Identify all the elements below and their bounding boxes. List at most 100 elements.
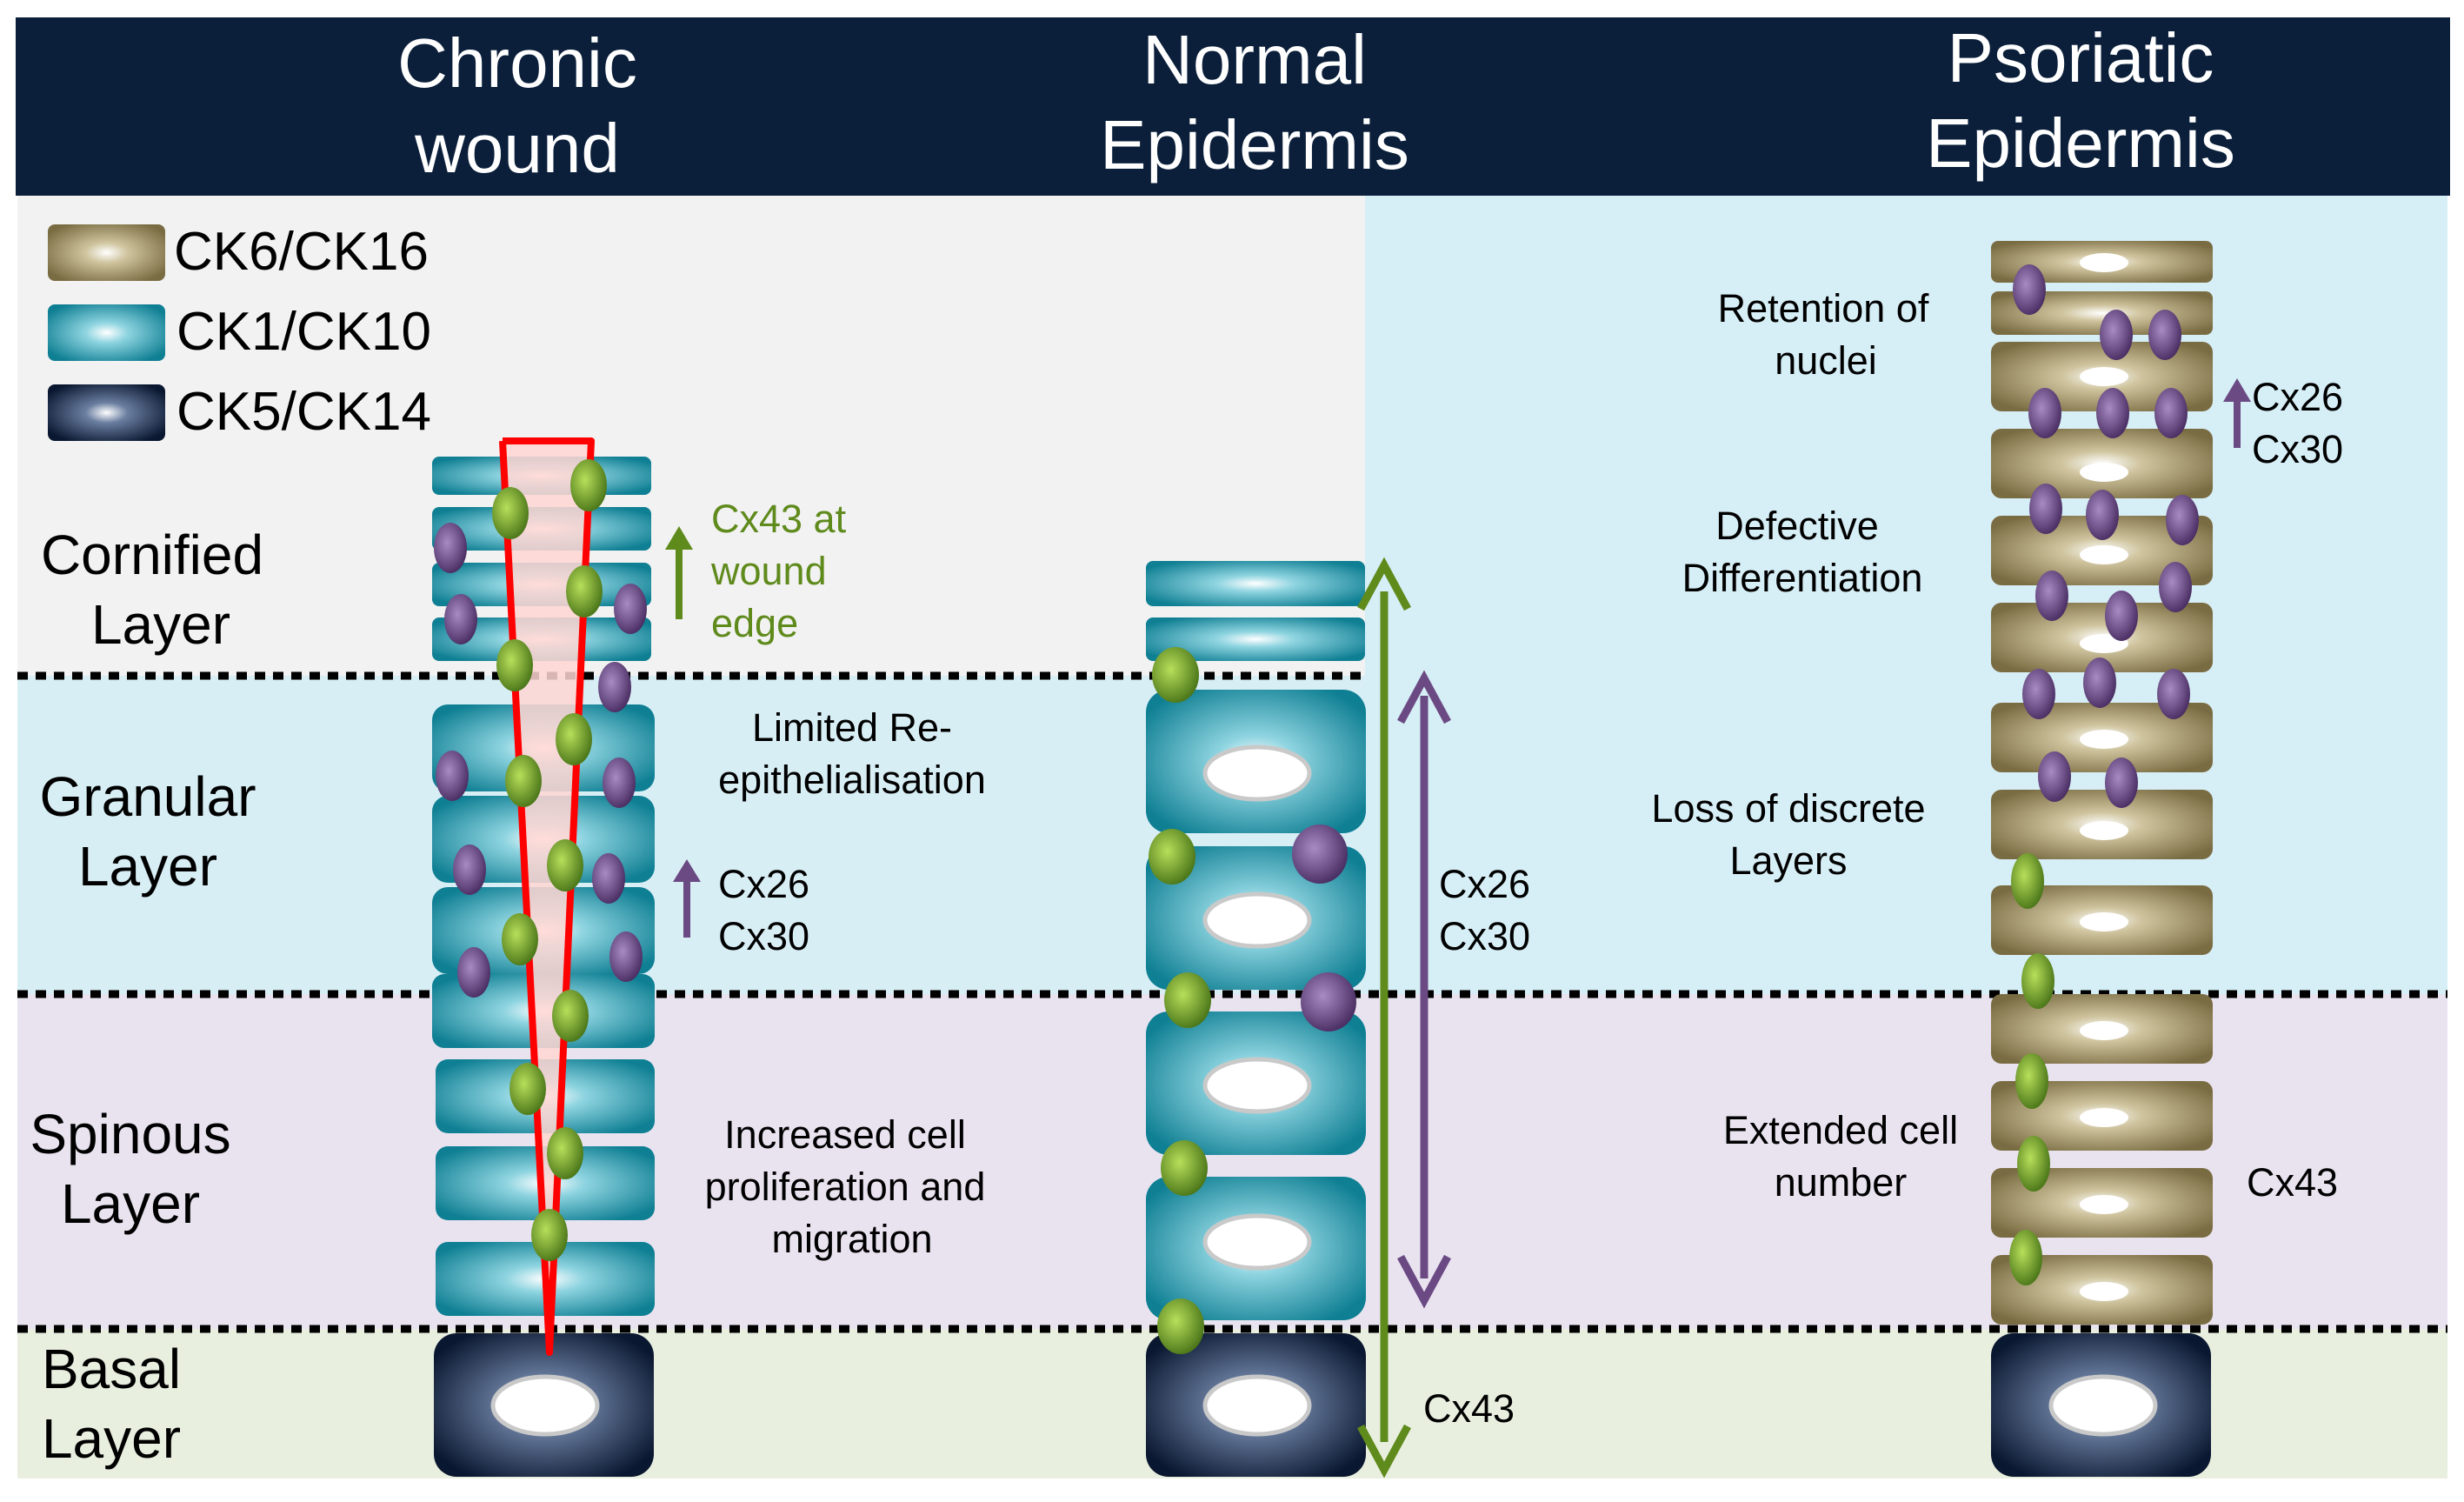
cx43-connexin bbox=[2015, 1053, 2048, 1109]
label-cornified-1: Cornified bbox=[41, 524, 263, 586]
cx26-connexin bbox=[2013, 264, 2046, 315]
cx26-connexin bbox=[2166, 495, 2199, 545]
header-chronic-wound: Chronic wound bbox=[397, 24, 637, 187]
cx43-connexin bbox=[1152, 647, 1199, 703]
cx43-connexin bbox=[531, 1209, 568, 1261]
label-spinous-2: Layer bbox=[61, 1172, 200, 1235]
header-psoriatic-epidermis: Psoriatic Epidermis bbox=[1926, 19, 2235, 182]
cx43-connexin bbox=[2011, 853, 2044, 909]
label-spinous-1: Spinous bbox=[30, 1103, 230, 1165]
psoriatic-cx30-label: Cx30 bbox=[2252, 427, 2343, 471]
legend-label-ck1-ck10: CK1/CK10 bbox=[176, 302, 431, 362]
retention-nuclei-note-2: nuclei bbox=[1775, 338, 1877, 383]
legend-swatch-ck5-ck14 bbox=[48, 384, 165, 441]
cx26-connexin bbox=[2105, 591, 2138, 641]
legend-label-ck6-ck16: CK6/CK16 bbox=[174, 222, 429, 282]
cx26-connexin bbox=[1292, 824, 1348, 884]
limited-reepithelialisation-note-1: Limited Re- bbox=[752, 705, 952, 750]
cx26-connexin bbox=[436, 751, 469, 801]
increased-proliferation-note-1: Increased cell bbox=[724, 1112, 966, 1157]
normal-epidermis-column: Cx26 Cx30 Cx43 bbox=[1146, 557, 1530, 1479]
loss-discrete-layers-note-1: Loss of discrete bbox=[1651, 786, 1925, 831]
nucleus bbox=[2080, 545, 2128, 564]
cx43-connexin bbox=[509, 1063, 546, 1115]
cx43-connexin bbox=[556, 713, 592, 765]
cx26-connexin bbox=[2028, 388, 2061, 438]
nucleus bbox=[1202, 1374, 1312, 1437]
nucleus bbox=[2080, 1195, 2128, 1214]
header-psoriatic-line1: Psoriatic bbox=[1948, 19, 2214, 97]
retention-nuclei-note-1: Retention of bbox=[1718, 286, 1929, 330]
cx26-range-arrow-top bbox=[1397, 670, 1451, 724]
nucleus bbox=[2048, 1374, 2158, 1437]
cx26-connexin bbox=[2035, 571, 2068, 621]
header-chronic-line2: wound bbox=[414, 110, 620, 187]
cx43-range-arrow-top bbox=[1357, 557, 1411, 611]
granular-band bbox=[17, 676, 1365, 994]
nucleus bbox=[2080, 1108, 2128, 1127]
cx43-range-arrow-bottom bbox=[1357, 1424, 1411, 1479]
cx43-connexin bbox=[1149, 829, 1195, 885]
cx26-connexin bbox=[2086, 490, 2119, 540]
cx43-up-arrow-head bbox=[665, 526, 693, 550]
nucleus bbox=[2080, 912, 2128, 931]
header-chronic-line1: Chronic bbox=[397, 24, 637, 102]
cx26-connexin bbox=[2157, 669, 2190, 719]
cx26-connexin bbox=[2148, 310, 2181, 360]
label-granular-2: Layer bbox=[78, 835, 217, 898]
cx43-connexin bbox=[1161, 1140, 1208, 1196]
cx26-connexin bbox=[609, 931, 643, 982]
cx26-connexin bbox=[2083, 658, 2116, 708]
cx43-connexins bbox=[2009, 853, 2054, 1285]
cx43-connexin bbox=[547, 1127, 583, 1179]
wound-edge-line bbox=[499, 437, 595, 1356]
cx43-connexin bbox=[502, 913, 538, 965]
cx26-connexin bbox=[434, 523, 467, 573]
cx26-connexin bbox=[2096, 388, 2129, 438]
cx43-connexin bbox=[1157, 1298, 1204, 1354]
label-granular-1: Granular bbox=[40, 765, 256, 828]
increased-proliferation-note-2: proliferation and bbox=[705, 1165, 986, 1209]
cx43-connexin bbox=[505, 755, 542, 807]
nucleus bbox=[2080, 821, 2128, 840]
cx26-connexin bbox=[453, 844, 486, 895]
cx43-connexin bbox=[492, 487, 529, 539]
header-psoriatic-line2: Epidermis bbox=[1926, 104, 2235, 182]
cx26-connexin bbox=[2038, 751, 2071, 802]
chronic-cx30-label: Cx30 bbox=[718, 914, 809, 958]
cx26-connexin bbox=[614, 584, 647, 634]
cx43-wound-edge-note-3: edge bbox=[711, 601, 798, 645]
cx43-connexin bbox=[1164, 972, 1211, 1028]
normal-cx43-label: Cx43 bbox=[1423, 1386, 1515, 1431]
label-basal-2: Layer bbox=[42, 1407, 181, 1470]
cx26-connexin bbox=[603, 758, 636, 808]
header-bar bbox=[16, 17, 2450, 196]
legend-swatch-ck1-ck10 bbox=[48, 304, 165, 361]
cx26-connexin bbox=[444, 594, 477, 644]
nucleus bbox=[1202, 744, 1312, 802]
chronic-cx26-label: Cx26 bbox=[718, 862, 809, 906]
nucleus bbox=[1202, 1057, 1312, 1114]
label-cornified-2: Layer bbox=[91, 593, 230, 656]
defective-differentiation-note-2: Differentiation bbox=[1682, 556, 1923, 600]
nucleus bbox=[1202, 891, 1312, 949]
chronic-wound-column: Cx43 at wound edge Limited Re- epithelia… bbox=[432, 437, 986, 1477]
cx43-wound-edge-note-1: Cx43 at bbox=[711, 497, 847, 541]
cx43-connexin bbox=[2009, 1230, 2042, 1285]
cx26-up-arrow-head bbox=[673, 859, 701, 882]
nucleus bbox=[1202, 1213, 1312, 1271]
legend-swatch-ck6-ck16 bbox=[48, 224, 165, 281]
nucleus bbox=[2080, 367, 2128, 386]
psoriatic-cx43-label: Cx43 bbox=[2247, 1160, 2338, 1205]
cx26-cx30-connexins bbox=[434, 523, 647, 998]
cx26-connexin bbox=[2100, 310, 2133, 360]
normal-cx30-label: Cx30 bbox=[1439, 914, 1530, 958]
cx26-connexin bbox=[457, 947, 490, 998]
psoriatic-cx26-arrow-head bbox=[2223, 378, 2251, 402]
psoriatic-epidermis-column: Retention of nuclei Cx26 Cx30 Defective … bbox=[1651, 241, 2343, 1477]
extended-cell-number-note-2: number bbox=[1775, 1160, 1908, 1205]
header-normal-epidermis: Normal Epidermis bbox=[1100, 21, 1409, 184]
cx26-connexin bbox=[1301, 972, 1356, 1031]
header-normal-line2: Epidermis bbox=[1100, 106, 1409, 184]
